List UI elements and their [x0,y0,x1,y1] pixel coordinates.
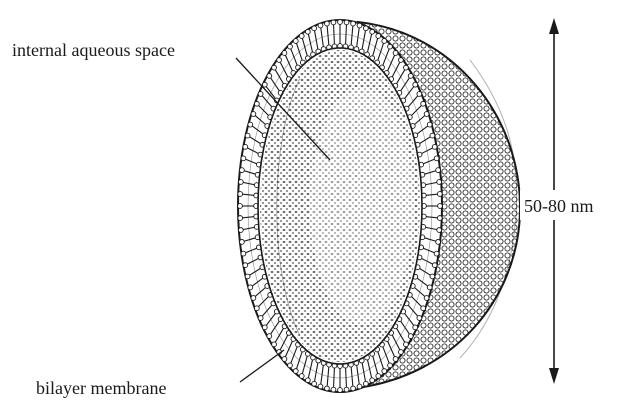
bilayer-leader [240,350,284,382]
internal-cavity [260,50,420,362]
bilayer-membrane-label: bilayer membrane [36,378,166,398]
size-label: 50-80 nm [524,196,594,216]
internal-space-label: internal aqueous space [12,40,175,60]
